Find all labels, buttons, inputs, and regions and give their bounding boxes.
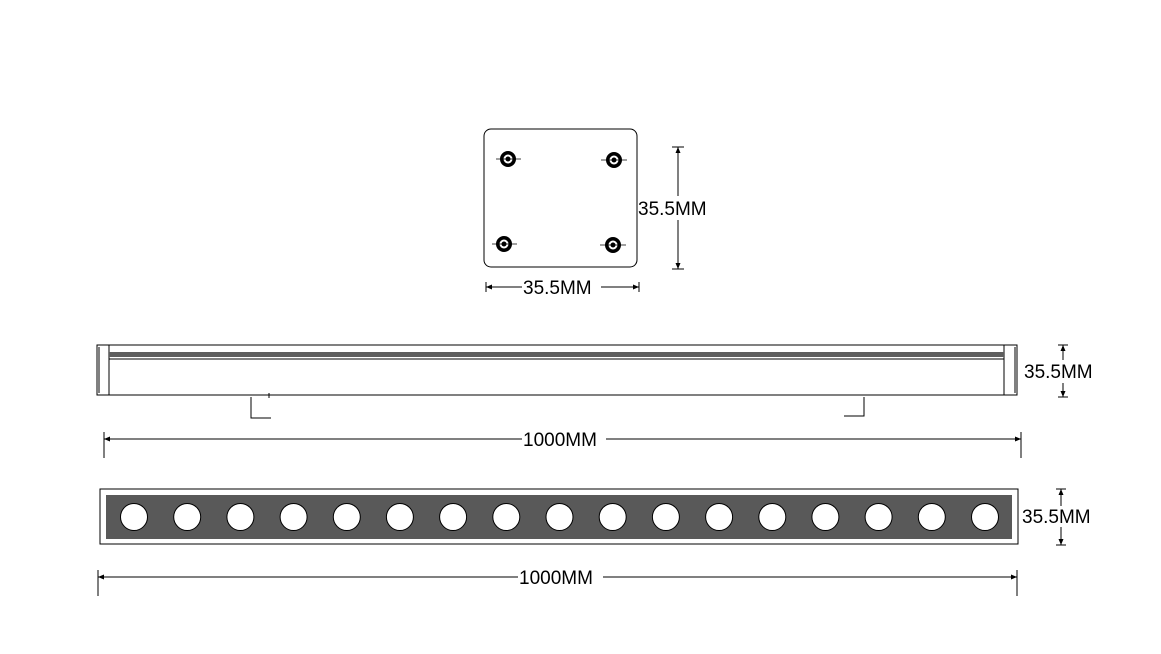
- side-view-length-dimension: 1000MM: [103, 430, 1022, 458]
- led-lens: [811, 503, 840, 531]
- front-view-height-dimension: 35.5MM: [1022, 488, 1091, 546]
- end-view-width-dimension: 35.5MM: [485, 278, 640, 299]
- led-lens: [651, 503, 680, 531]
- screw-hole-top-left: [496, 151, 521, 167]
- front-view-body: [99, 488, 1019, 545]
- led-lens: [492, 503, 521, 531]
- front-view: 35.5MM 1000MM: [97, 488, 1091, 596]
- led-lens: [598, 503, 627, 531]
- side-view-height-dimension: 35.5MM: [1024, 344, 1093, 398]
- led-lens: [545, 503, 574, 531]
- led-lens: [120, 503, 148, 531]
- front-view-height-label: 35.5MM: [1022, 507, 1091, 528]
- led-lens: [173, 503, 202, 531]
- led-lens: [279, 503, 308, 531]
- side-view-body: [96, 344, 1018, 396]
- led-lens: [758, 503, 787, 531]
- screw-hole-bottom-right: [600, 237, 626, 253]
- led-lens: [439, 503, 468, 531]
- end-view-body: [483, 128, 638, 268]
- lens-array: [120, 503, 999, 531]
- led-lens: [385, 503, 414, 531]
- mounting-bracket-left: [250, 393, 271, 419]
- front-view-length-label: 1000MM: [519, 568, 593, 589]
- side-view-top-stripe: [109, 352, 1004, 357]
- screw-hole-top-right: [601, 152, 627, 168]
- side-view: 35.5MM 1000MM: [96, 344, 1093, 458]
- side-view-length-label: 1000MM: [523, 430, 597, 451]
- end-view-width-label: 35.5MM: [523, 278, 592, 299]
- led-lens: [864, 503, 893, 531]
- led-lens: [971, 503, 999, 531]
- led-lens: [226, 503, 255, 531]
- mounting-bracket-right: [844, 397, 865, 417]
- screw-hole-bottom-left: [492, 236, 517, 252]
- front-view-length-dimension: 1000MM: [97, 568, 1018, 596]
- end-view-height-label: 35.5MM: [638, 199, 707, 220]
- led-lens: [332, 503, 361, 531]
- led-lens: [705, 503, 734, 531]
- side-view-height-label: 35.5MM: [1024, 362, 1093, 383]
- end-view-height-dimension: 35.5MM: [638, 146, 707, 270]
- led-lens: [917, 503, 946, 531]
- end-view: 35.5MM 35.5MM: [483, 128, 707, 299]
